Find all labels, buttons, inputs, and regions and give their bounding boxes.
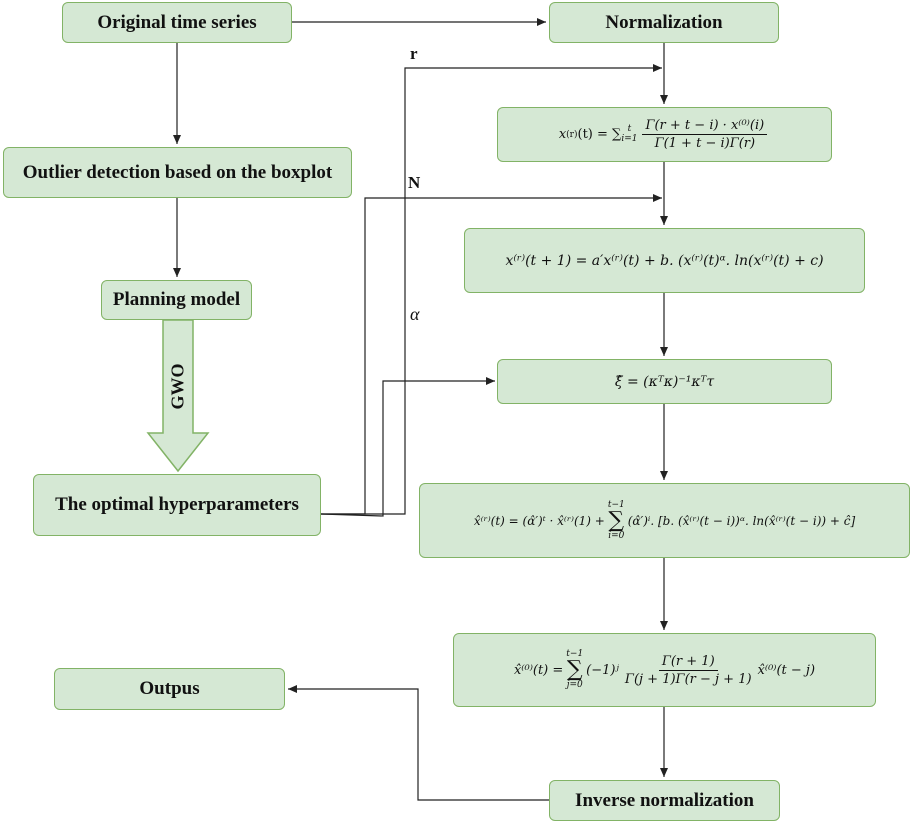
arrow-inverse-to-outputs <box>288 685 549 801</box>
node-normalization: Normalization <box>549 2 779 43</box>
gwo-arrow-shape <box>146 319 210 473</box>
formula-parameter-estimation: ξ̂ = (κᵀκ)⁻¹κᵀτ <box>497 359 832 404</box>
label-r: r <box>410 44 418 63</box>
formula-grey-model-equation: x⁽ʳ⁾(t + 1) = a′x⁽ʳ⁾(t) + b. (x⁽ʳ⁾(t)ᵅ. … <box>464 228 865 293</box>
label-n: N <box>408 173 421 192</box>
node-optimal-hyperparameters: The optimal hyperparameters <box>33 474 321 536</box>
node-outlier-detection: Outlier detection based on the boxplot <box>3 147 352 198</box>
arrow-hyper-alpha <box>320 377 495 517</box>
formula-time-response: x̂⁽ʳ⁾(t) = (α̂′)ᵗ · x̂⁽ʳ⁾(1) + t−1∑i=0 (… <box>419 483 910 558</box>
formula-inverse-accumulation: x̂⁽⁰⁾(t) = t−1∑j=0 (−1)ʲ Γ(r + 1)Γ(j + 1… <box>453 633 876 707</box>
node-planning-model: Planning model <box>101 280 252 320</box>
gwo-label: GWO <box>167 362 188 410</box>
node-inverse-normalization: Inverse normalization <box>549 780 780 821</box>
node-outputs: Outpus <box>54 668 285 710</box>
node-original-time-series: Original time series <box>62 2 292 43</box>
arrow-hyper-n <box>321 194 662 515</box>
label-alpha: α <box>410 304 420 324</box>
